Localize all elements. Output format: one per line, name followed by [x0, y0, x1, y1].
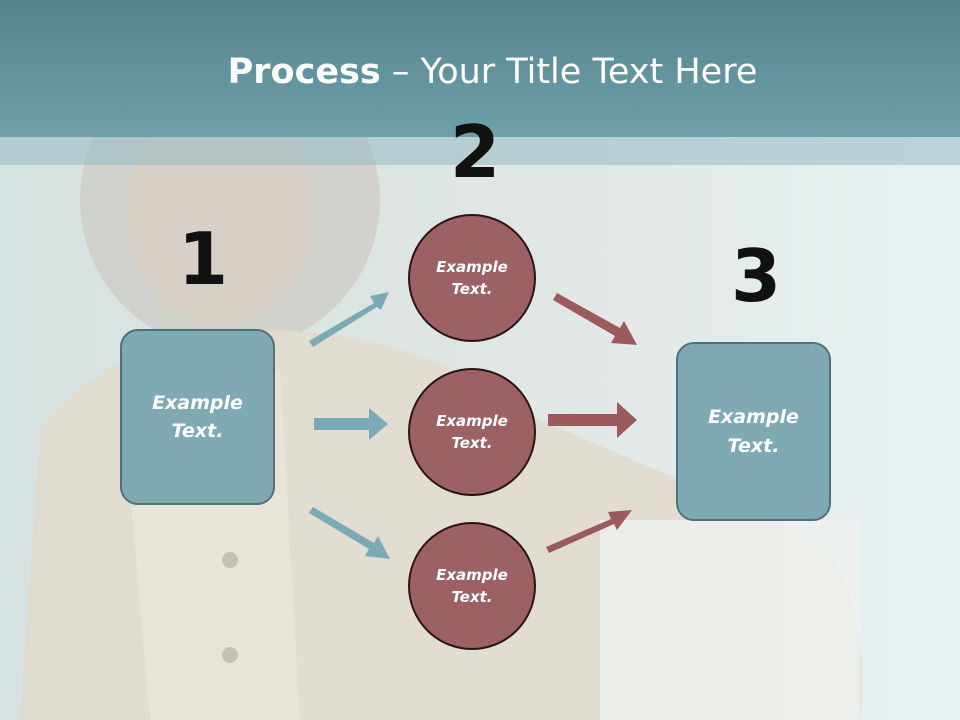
arrow-to-circle-3 — [309, 507, 390, 559]
title-bar — [0, 0, 960, 137]
slide-title: Process – Your Title Text Here — [0, 52, 960, 92]
process-circle-3: Example Text. — [408, 522, 536, 650]
arrow-to-circle-1 — [309, 292, 389, 347]
arrow-from-circle-2 — [548, 402, 637, 438]
slide-title-bold: Process — [227, 52, 381, 92]
title-bar-strip — [0, 137, 960, 165]
arrow-from-circle-1 — [553, 293, 637, 345]
step-number-3: 3 — [731, 234, 782, 318]
arrow-from-circle-3 — [546, 510, 632, 553]
process-circle-2: Example Text. — [408, 368, 536, 496]
slide-title-rest: – Your Title Text Here — [380, 52, 758, 92]
end-box: Example Text. — [676, 342, 831, 521]
process-circle-1: Example Text. — [408, 214, 536, 342]
arrow-to-circle-2 — [314, 408, 388, 440]
step-number-2: 2 — [450, 110, 501, 194]
start-box: Example Text. — [120, 329, 275, 505]
step-number-1: 1 — [178, 217, 229, 301]
